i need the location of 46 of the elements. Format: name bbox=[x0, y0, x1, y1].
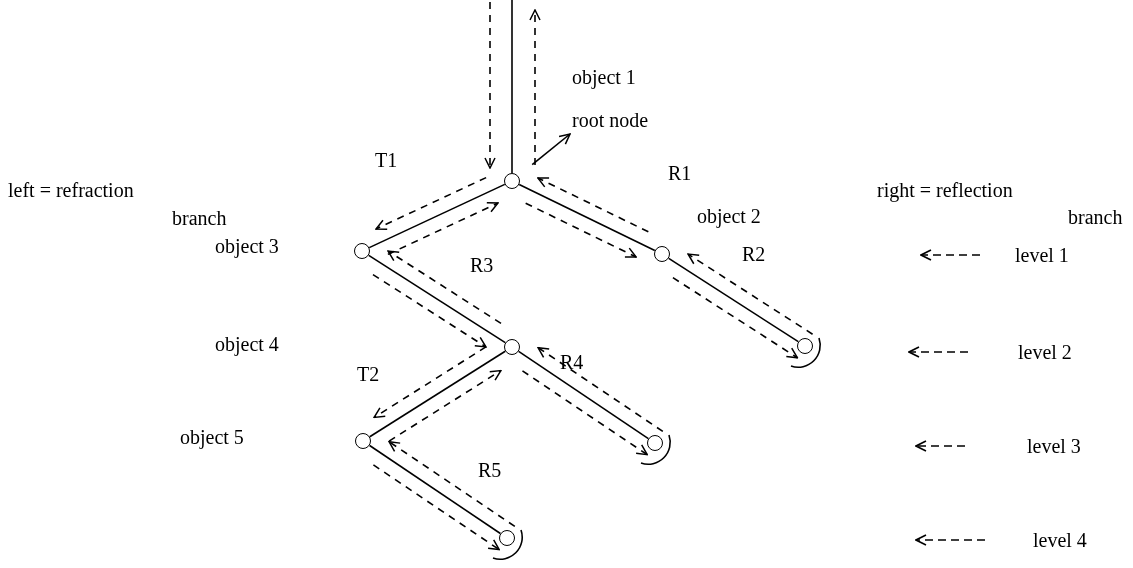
legend-text: level 4 bbox=[1033, 528, 1087, 552]
diagram-label: R2 bbox=[742, 242, 766, 266]
dashed-ray-arrow bbox=[372, 273, 487, 348]
diagram-label: object 5 bbox=[180, 425, 244, 449]
dashed-ray-arrow bbox=[484, 1, 496, 169]
diagram-label: R1 bbox=[668, 161, 692, 185]
diagram-label: R3 bbox=[470, 253, 494, 277]
diagram-label: R4 bbox=[560, 350, 584, 374]
dashed-ray-arrow bbox=[387, 201, 499, 256]
dashed-ray-arrow bbox=[373, 346, 487, 419]
diagram-label: branch bbox=[172, 206, 227, 230]
node-caption: object 3 bbox=[215, 234, 279, 258]
branch-line bbox=[368, 350, 507, 438]
diagram-label: right = reflection bbox=[877, 178, 1013, 202]
diagram-label: T2 bbox=[357, 362, 380, 386]
dashed-ray-arrow bbox=[372, 464, 500, 551]
branch-line bbox=[368, 183, 506, 249]
dashed-ray-arrow bbox=[672, 276, 799, 359]
legend-text: level 1 bbox=[1015, 243, 1069, 267]
legend-text: level 3 bbox=[1027, 434, 1081, 458]
dashed-ray-arrow bbox=[388, 369, 502, 442]
branch-line bbox=[367, 254, 507, 344]
node-caption: object 1 bbox=[572, 65, 637, 89]
node-caption: root node bbox=[572, 108, 649, 132]
branch-line bbox=[368, 444, 502, 535]
node-caption: object 2 bbox=[697, 204, 761, 228]
dashed-ray-arrow bbox=[524, 202, 637, 258]
branch-line bbox=[511, 0, 513, 174]
dashed-ray-arrow bbox=[529, 9, 541, 166]
arrow bbox=[531, 133, 571, 166]
branch-line bbox=[517, 350, 650, 440]
dashed-ray-arrow bbox=[388, 440, 516, 528]
diagram-label: left = refraction bbox=[8, 178, 134, 202]
diagram-label: branch bbox=[1068, 205, 1123, 229]
dashed-ray-arrow bbox=[521, 370, 648, 456]
legend-text: level 2 bbox=[1018, 340, 1072, 364]
dashed-ray-arrow bbox=[537, 346, 664, 433]
branch-line bbox=[667, 257, 800, 343]
diagram-label: R5 bbox=[478, 458, 502, 482]
dashed-ray-arrow bbox=[537, 177, 650, 233]
diagram-label: T1 bbox=[375, 148, 398, 172]
branch-line bbox=[518, 183, 656, 252]
diagram-label: object 4 bbox=[215, 332, 279, 356]
dashed-ray-arrow bbox=[387, 250, 502, 325]
dashed-ray-arrow bbox=[375, 176, 487, 231]
dashed-ray-arrow bbox=[687, 253, 814, 336]
